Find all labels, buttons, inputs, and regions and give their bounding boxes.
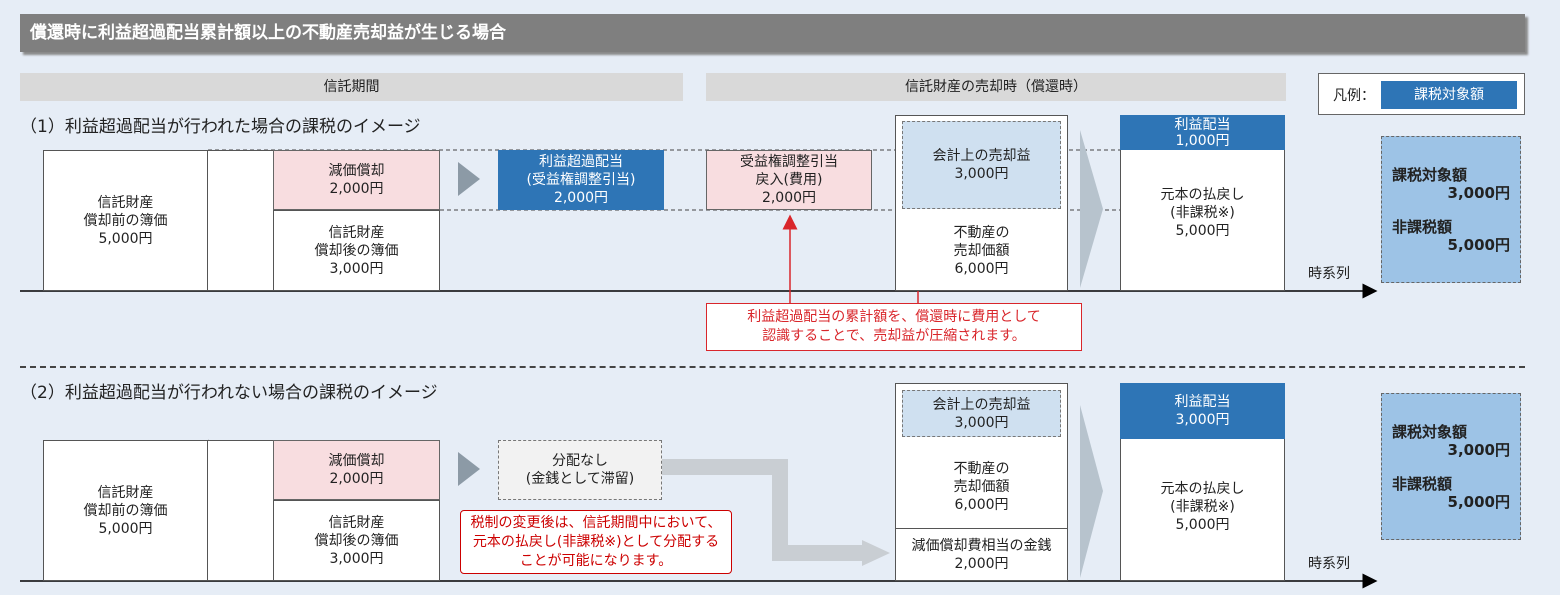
s2-timeline-label: 時系列 bbox=[1308, 556, 1350, 572]
header-trust-period: 信託期間 bbox=[20, 73, 683, 101]
s2-depreciation: 減価償却 2,000円 bbox=[273, 440, 440, 500]
s1-note: 利益超過配当の累計額を、償還時に費用として 認識することで、売却益が圧縮されます… bbox=[706, 303, 1082, 351]
s2-tax-summary: 課税対象額 3,000円 非課税額 5,000円 bbox=[1381, 393, 1521, 540]
s2-profit-dividend: 利益配当 3,000円 bbox=[1120, 383, 1285, 439]
s1-reserve-reversal: 受益権調整引当 戻入(費用) 2,000円 bbox=[706, 150, 872, 210]
s1-depreciation: 減価償却 2,000円 bbox=[273, 150, 440, 210]
s1-pre-book-value: 信託財産 償却前の簿価 5,000円 bbox=[43, 150, 208, 291]
s2-sale-price: 不動産の 売却価額 6,000円 bbox=[953, 460, 1010, 513]
legend-label: 凡例： bbox=[1333, 88, 1375, 104]
s1-timeline-label: 時系列 bbox=[1308, 266, 1350, 282]
s1-accounting-gain: 会計上の売却益 3,000円 bbox=[902, 121, 1061, 209]
section2-title: （2）利益超過配当が行われない場合の課税のイメージ bbox=[20, 383, 438, 403]
s1-profit-dividend: 利益配当 1,000円 bbox=[1120, 115, 1285, 150]
section-divider bbox=[20, 366, 1525, 368]
s2-post-book-value: 信託財産 償却後の簿価 3,000円 bbox=[273, 500, 440, 581]
s1-post-book-value: 信託財産 償却後の簿価 3,000円 bbox=[273, 210, 440, 291]
s2-pre-book-value: 信託財産 償却前の簿価 5,000円 bbox=[43, 440, 208, 581]
s1-tax-summary: 課税対象額 3,000円 非課税額 5,000円 bbox=[1381, 136, 1521, 283]
header-sale-time: 信託財産の売却時（償還時） bbox=[706, 73, 1286, 101]
page-title: 償還時に利益超過配当累計額以上の不動産売却益が生じる場合 bbox=[20, 14, 1525, 52]
legend: 凡例： 課税対象額 bbox=[1318, 73, 1525, 115]
legend-swatch: 課税対象額 bbox=[1381, 81, 1517, 109]
s2-note: 税制の変更後は、信託期間中において、 元本の払戻し(非課税※)として分配する こ… bbox=[460, 510, 732, 574]
s1-excess-distribution: 利益超過配当 (受益権調整引当) 2,000円 bbox=[498, 150, 664, 210]
s2-accounting-gain: 会計上の売却益 3,000円 bbox=[902, 390, 1061, 437]
s2-no-distribution: 分配なし (金銭として滞留) bbox=[498, 440, 662, 500]
s2-depreciation-cash: 減価償却費相当の金銭 2,000円 bbox=[895, 528, 1068, 581]
section1-title: （1）利益超過配当が行われた場合の課税のイメージ bbox=[20, 117, 421, 137]
